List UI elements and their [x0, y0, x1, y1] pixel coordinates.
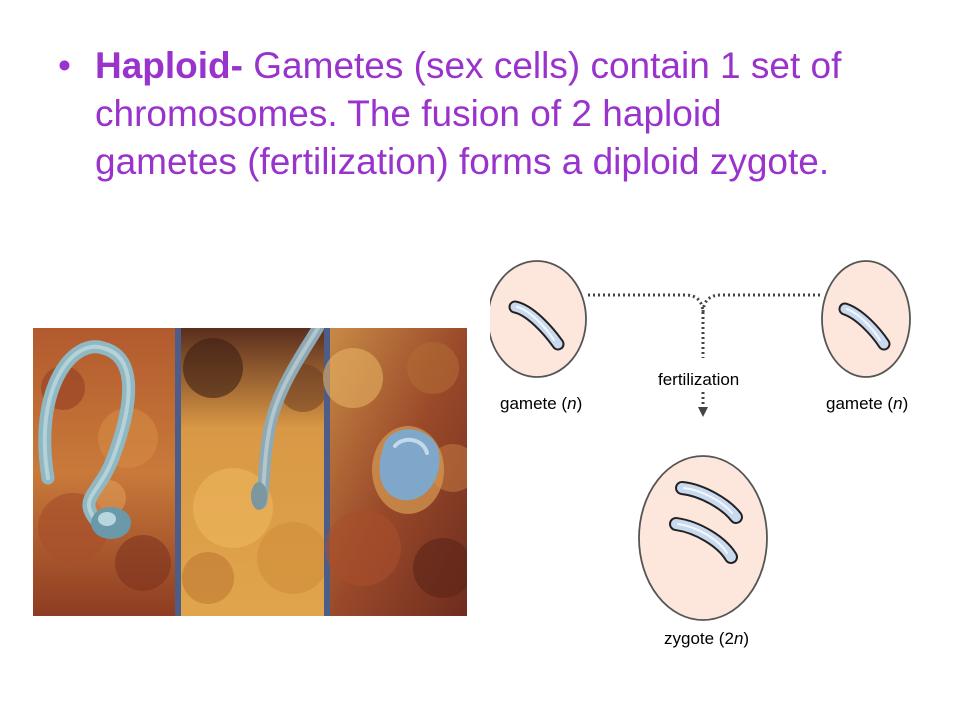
fertilization-diagram: fertilization gamete (n) gamete (n) zygo… — [490, 260, 911, 648]
haploid-definition: Gametes (sex cells) contain 1 set of chr… — [95, 45, 842, 182]
bullet-text: Haploid- Gametes (sex cells) contain 1 s… — [95, 42, 858, 186]
micrograph-panel-3 — [323, 328, 467, 616]
bullet-haploid: • Haploid- Gametes (sex cells) contain 1… — [58, 42, 858, 186]
micrograph-panel-2 — [181, 328, 329, 616]
gamete-left-label: gamete (n) — [500, 394, 582, 413]
micrograph-panel-1 — [33, 328, 175, 616]
gamete-left — [490, 260, 587, 378]
micrograph-divider — [324, 328, 330, 616]
bullet-dot: • — [58, 45, 71, 86]
haploid-term: Haploid- — [95, 45, 243, 86]
gamete-right — [821, 260, 911, 378]
gamete-right-label: gamete (n) — [826, 394, 908, 413]
fertilization-label: fertilization — [658, 370, 739, 389]
fertilization-micrograph-strip — [33, 328, 467, 616]
dotted-fertilization-path — [588, 293, 820, 408]
zygote — [638, 455, 768, 621]
micrograph-divider — [175, 328, 181, 616]
zygote-label: zygote (2n) — [664, 629, 749, 648]
arrow-head-icon — [698, 407, 708, 417]
